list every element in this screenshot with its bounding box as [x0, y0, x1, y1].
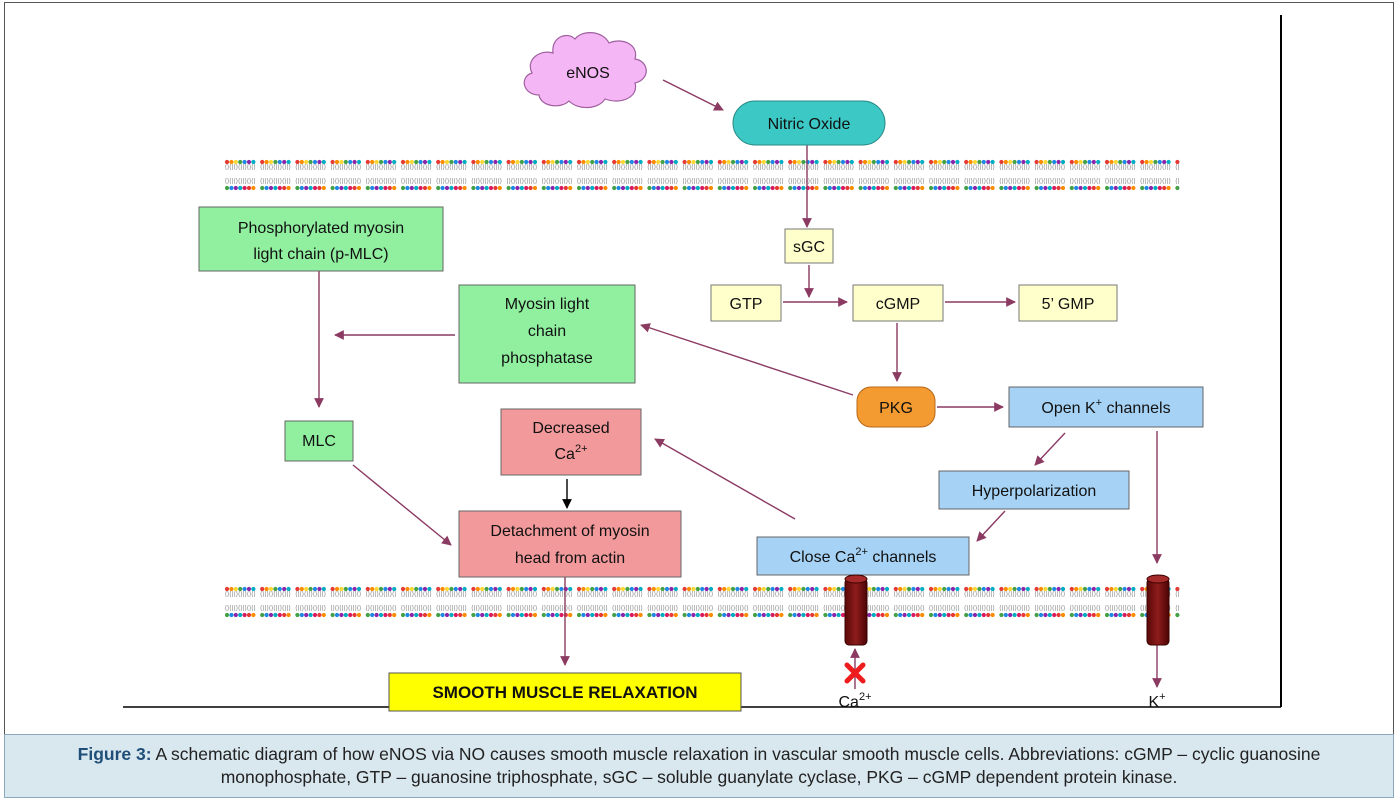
detach-line2: head from actin	[515, 550, 625, 567]
pkg-label: PKG	[879, 400, 913, 417]
nitric-oxide-node: Nitric Oxide	[732, 100, 886, 146]
close-ca-sup: 2+	[855, 546, 868, 558]
arrow-mlc-to-detach	[352, 464, 452, 546]
5gmp-node: 5’ GMP	[1018, 284, 1118, 322]
ion-ca-sup: 2+	[859, 691, 872, 703]
ion-ca: Ca	[839, 694, 860, 711]
detach-line1: Detachment of myosin	[490, 523, 649, 540]
ion-k-label: K+	[1148, 691, 1165, 711]
relax-label: SMOOTH MUSCLE RELAXATION	[432, 683, 697, 702]
close-ca-text: Close Ca2+ channels	[790, 546, 937, 566]
close-ca: Close Ca	[790, 549, 856, 566]
5gmp-label: 5’ GMP	[1042, 296, 1095, 313]
arrow-openk-to-hyper	[1034, 432, 1066, 466]
mlcp-line3: phosphatase	[501, 350, 593, 367]
arrow-pkg-to-mlcp	[640, 323, 854, 396]
enos-cloud: eNOS	[523, 32, 647, 109]
hyperpolarization-node: Hyperpolarization	[938, 470, 1130, 510]
cgmp-node: cGMP	[852, 284, 944, 322]
p-mlc-node: Phosphorylated myosin light chain (p-MLC…	[198, 206, 444, 272]
figure-frame: eNOS Nitric Oxide sGC GTP cGMP 5’ GMP PK…	[4, 2, 1394, 735]
ca-channel	[844, 574, 868, 646]
sgc-label: sGC	[793, 239, 825, 256]
close-ca-tail: channels	[868, 549, 937, 566]
decreased-line1: Decreased	[532, 420, 609, 437]
decreased-ca-sup: 2+	[575, 443, 588, 455]
caption-label: Figure 3:	[77, 744, 152, 764]
cgmp-label: cGMP	[876, 296, 920, 313]
cell-membrane-top	[224, 159, 1180, 191]
caption-text: A schematic diagram of how eNOS via NO c…	[151, 744, 1321, 787]
mlcp-node: Myosin light chain phosphatase	[458, 284, 636, 384]
sgc-node: sGC	[784, 228, 834, 264]
decreased-ca-node: Decreased Ca2+	[500, 408, 642, 476]
nitric-oxide-label: Nitric Oxide	[768, 116, 851, 133]
relaxation-node: SMOOTH MUSCLE RELAXATION	[388, 672, 742, 712]
enos-label: eNOS	[566, 65, 610, 82]
ion-k: K	[1148, 694, 1159, 711]
blocked-x-icon	[844, 662, 866, 684]
detachment-node: Detachment of myosin head from actin	[458, 510, 682, 578]
decreased-ca: Ca	[555, 446, 576, 463]
arrow-enos-to-no	[662, 79, 724, 111]
arrow-hyper-to-closeca	[976, 510, 1006, 542]
hyper-label: Hyperpolarization	[972, 483, 1097, 500]
close-ca-node: Close Ca2+ channels	[756, 536, 970, 576]
open-k-node: Open K+ channels	[1008, 386, 1204, 428]
mlc-label: MLC	[302, 433, 336, 450]
p-mlc-line2: light chain (p-MLC)	[253, 246, 388, 263]
ion-ca-label: Ca2+	[839, 691, 872, 711]
arrows	[314, 79, 1162, 689]
open-k-sup: +	[1096, 397, 1102, 409]
open-k: Open K	[1041, 400, 1096, 417]
cell-membrane-bottom	[224, 586, 1180, 618]
p-mlc-line1: Phosphorylated myosin	[238, 220, 404, 237]
gtp-node: GTP	[710, 284, 782, 322]
mlcp-line1: Myosin light	[505, 296, 590, 313]
mlc-node: MLC	[284, 420, 354, 462]
open-k-text: Open K+ channels	[1041, 397, 1170, 417]
k-channel	[1146, 574, 1170, 646]
decreased-ca-text: Ca2+	[555, 443, 588, 463]
gtp-label: GTP	[730, 296, 763, 313]
pathway-diagram: eNOS Nitric Oxide sGC GTP cGMP 5’ GMP PK…	[123, 15, 1282, 712]
pkg-node: PKG	[856, 386, 936, 428]
mlcp-line2: chain	[528, 323, 566, 340]
figure-caption: Figure 3: A schematic diagram of how eNO…	[4, 734, 1394, 798]
arrow-closeca-to-decreased	[654, 438, 796, 520]
ion-k-sup: +	[1159, 691, 1165, 703]
open-k-tail: channels	[1102, 400, 1171, 417]
